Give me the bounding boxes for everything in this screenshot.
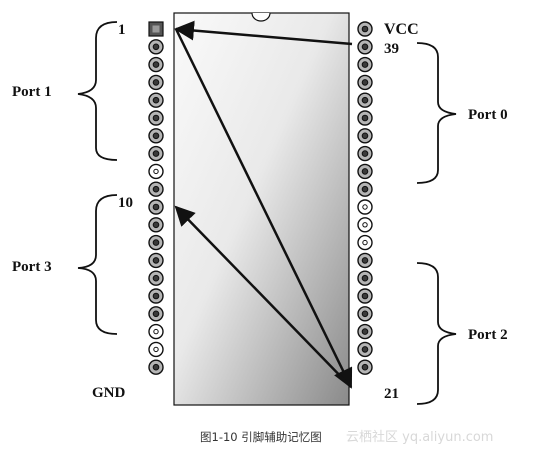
- left-pin-14-hole: [152, 257, 160, 264]
- right-pin-29-hole: [362, 222, 368, 228]
- left-pin-12-hole: [152, 221, 160, 229]
- right-pin-34-hole: [361, 132, 369, 140]
- right-pin-33-hole: [361, 150, 369, 157]
- left-pin-6-hole: [152, 114, 160, 122]
- right-pin-25-hole: [361, 292, 369, 300]
- right-pin-38-hole: [361, 61, 369, 68]
- right-pin-40-hole: [361, 25, 369, 33]
- arrows: [174, 20, 353, 389]
- left-pin-19-hole: [153, 346, 159, 353]
- chip-body: [173, 12, 350, 406]
- left-pin-7-hole: [152, 132, 160, 140]
- left-pin-11-hole: [152, 203, 160, 211]
- arrow-pin39-to-pin1: [174, 20, 353, 46]
- right-pin-31-hole: [361, 185, 369, 193]
- right-pin-27-hole: [361, 257, 369, 264]
- pin-21-label: 21: [384, 386, 399, 402]
- left-pin-5-hole: [152, 96, 160, 104]
- brace-port1: [77, 21, 118, 161]
- right-pin-column: [357, 21, 373, 375]
- pin-1-label: 1: [118, 22, 126, 38]
- right-pin-28-hole: [362, 239, 368, 246]
- right-pin-36-hole: [361, 96, 369, 104]
- left-pin-17-hole: [152, 310, 160, 318]
- right-pin-21-hole: [361, 363, 369, 371]
- left-pin-column: [148, 21, 164, 375]
- vcc-label: VCC: [384, 21, 419, 38]
- left-pin-3-hole: [152, 61, 160, 68]
- left-pin-1-core: [152, 25, 160, 33]
- right-pin-23-hole: [361, 328, 369, 335]
- chip-notch: [251, 12, 271, 22]
- left-pin-2-hole: [152, 43, 160, 51]
- left-pin-8-hole: [152, 150, 160, 157]
- right-pin-35-hole: [361, 114, 369, 122]
- left-pin-9-hole: [153, 168, 159, 175]
- brace-port3: [77, 194, 118, 335]
- pin-10-label: 10: [118, 195, 133, 211]
- right-pin-37-hole: [361, 79, 369, 86]
- right-pin-30-hole: [362, 204, 368, 210]
- brace-port2: [416, 262, 457, 405]
- arrow-pin1-to-pin21: [174, 28, 353, 389]
- left-pin-16-hole: [152, 292, 160, 300]
- port-2-label: Port 2: [468, 327, 508, 343]
- arrow-pin21-to-pin10: [174, 205, 352, 388]
- watermark: 云栖社区 yq.aliyun.com: [346, 429, 493, 445]
- port-3-label: Port 3: [12, 259, 52, 275]
- right-pin-22-hole: [361, 346, 369, 353]
- right-pin-26-hole: [361, 274, 369, 282]
- port-0-label: Port 0: [468, 107, 508, 123]
- right-pin-39-hole: [361, 43, 369, 51]
- left-pin-13-hole: [152, 239, 160, 246]
- left-pin-10-hole: [152, 185, 160, 193]
- left-pin-15-hole: [152, 274, 160, 282]
- left-pin-20-hole: [152, 363, 160, 371]
- figure-caption: 图1-10 引脚辅助记忆图: [200, 430, 322, 444]
- brace-port0: [416, 42, 457, 184]
- left-pin-4-hole: [152, 79, 160, 86]
- pin-39-label: 39: [384, 41, 399, 57]
- left-pin-18-hole: [153, 328, 159, 335]
- braces: [77, 21, 457, 405]
- port-1-label: Port 1: [12, 84, 52, 100]
- right-pin-24-hole: [361, 310, 369, 318]
- right-pin-32-hole: [361, 168, 369, 175]
- gnd-label: GND: [92, 385, 126, 401]
